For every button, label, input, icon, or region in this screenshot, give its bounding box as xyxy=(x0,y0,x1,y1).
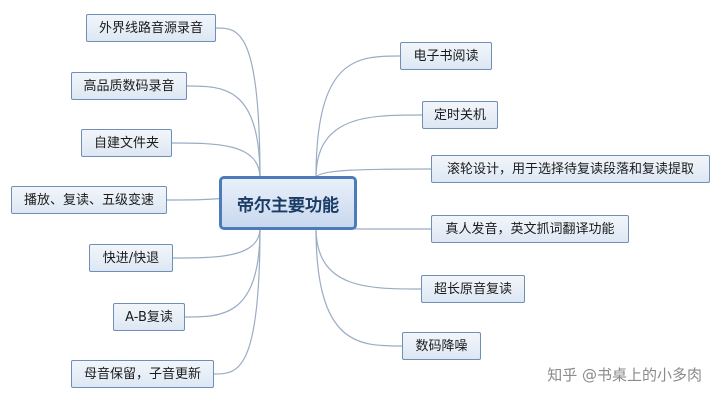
connector-line xyxy=(315,227,403,347)
left-node-vowel-retain: 母音保留，子音更新 xyxy=(71,360,214,388)
left-node-custom-folder: 自建文件夹 xyxy=(81,129,172,157)
left-node-fast-forward-rewind: 快进/快退 xyxy=(89,244,173,272)
connector-line xyxy=(315,114,423,179)
right-node-long-repeat: 超长原音复读 xyxy=(421,275,525,303)
left-node-hq-digital-recording: 高品质数码录音 xyxy=(71,72,187,100)
left-node-ab-repeat: A-B复读 xyxy=(113,303,185,331)
center-topic: 帝尔主要功能 xyxy=(219,176,357,230)
right-node-timed-shutdown: 定时关机 xyxy=(422,101,498,129)
connector-line xyxy=(215,27,261,179)
left-node-line-in-recording: 外界线路音源录音 xyxy=(86,14,216,42)
connector-line xyxy=(315,227,422,290)
right-node-noise-reduction: 数码降噪 xyxy=(402,332,481,360)
connector-line xyxy=(172,227,261,259)
right-node-scroll-wheel: 滚轮设计，用于选择待复读段落和复读提取 xyxy=(431,155,710,183)
right-node-real-voice: 真人发音，英文抓词翻译功能 xyxy=(431,215,629,243)
connector-line xyxy=(184,227,261,318)
connector-line xyxy=(186,85,261,179)
right-node-ebook-reading: 电子书阅读 xyxy=(400,42,492,70)
left-node-playback-speed: 播放、复读、五级变速 xyxy=(11,186,167,214)
connector-line xyxy=(171,142,261,179)
connector-line xyxy=(315,168,432,179)
connector-line xyxy=(213,227,261,375)
watermark: 知乎 @书桌上的小多肉 xyxy=(547,366,702,384)
connector-line xyxy=(315,55,401,179)
